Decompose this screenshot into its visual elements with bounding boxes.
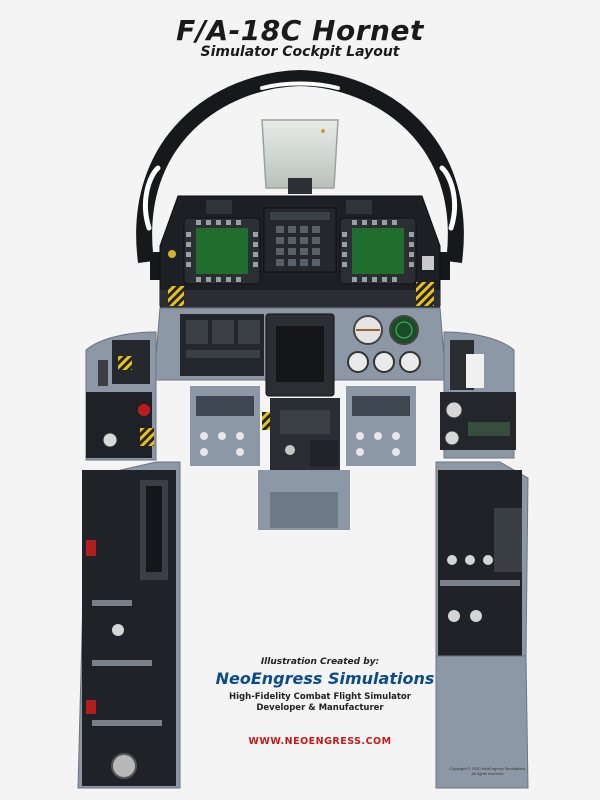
tagline-line-2: Developer & Manufacturer [256,703,384,713]
poster-subtitle: Simulator Cockpit Layout [200,44,400,60]
center-console [153,307,447,397]
copyright-line-2: All rights reserved [471,771,504,776]
lower-pedestal [190,386,416,530]
copyright-line-1: Copyright © 2020 NeoEngress Simulations [449,766,526,771]
left-console [77,461,181,789]
company-name: NeoEngress Simulations [215,669,435,688]
right-upper-panel [440,331,516,459]
tagline-line-1: High-Fidelity Combat Flight Simulator [229,692,411,702]
left-upper-panel [85,331,157,461]
credit-label: Illustration Created by: [260,657,380,667]
main-instrument-panel [159,195,441,312]
website-link[interactable]: WWW.NEOENGRESS.COM [248,736,392,747]
hud [261,119,339,194]
right-console [435,461,529,789]
poster-title: F/A-18C Hornet [176,14,424,47]
